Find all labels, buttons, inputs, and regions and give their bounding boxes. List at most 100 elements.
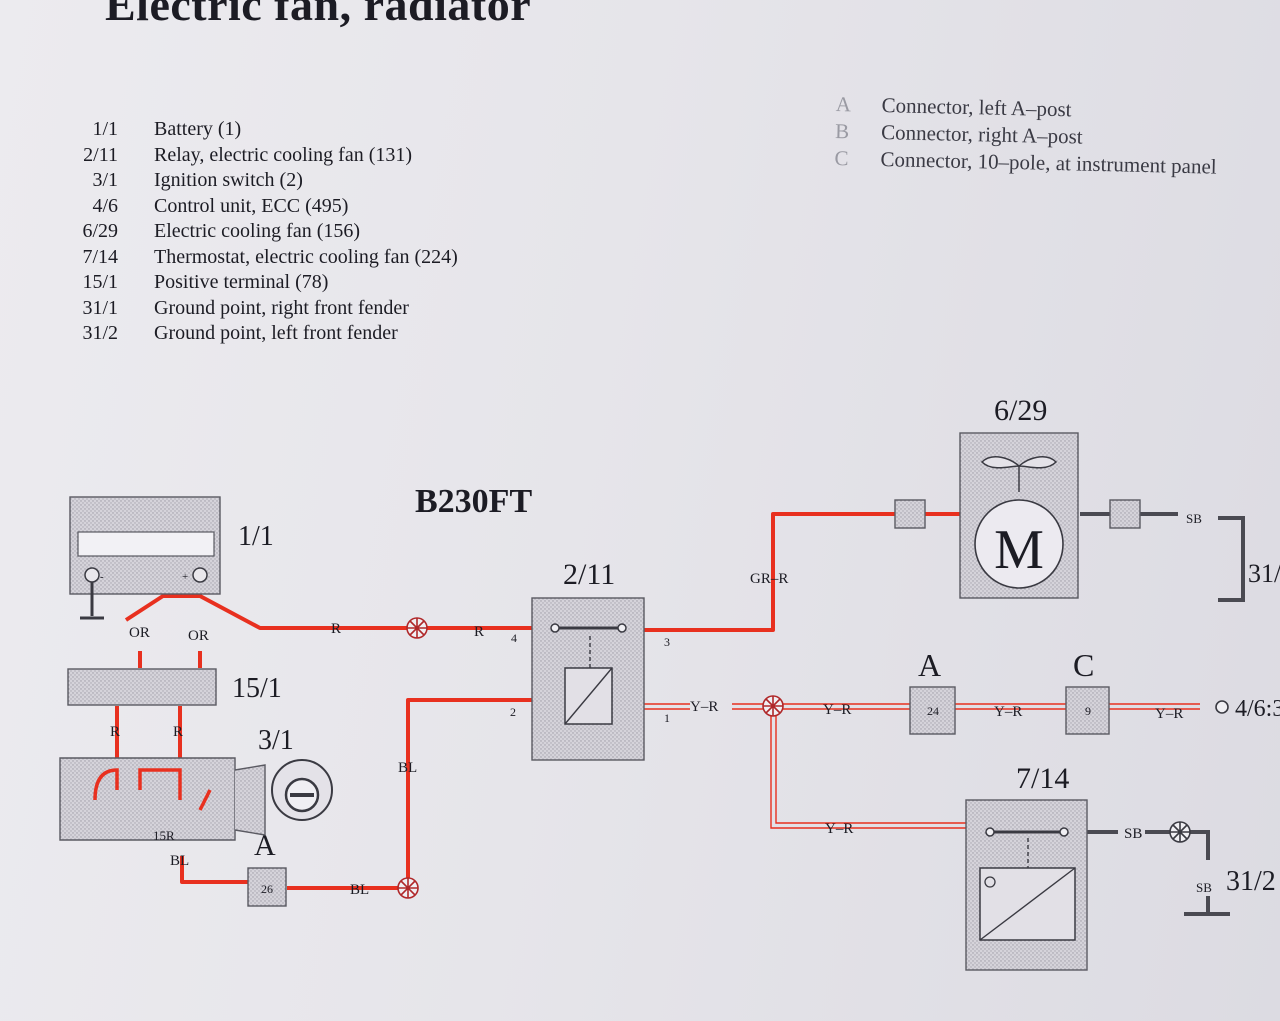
legend-code: 4/6 [92, 194, 118, 217]
relay [531, 597, 645, 761]
connector-a-upper [909, 686, 956, 735]
legend-code: 31/1 [82, 296, 118, 319]
wire-label: SB [1186, 511, 1202, 526]
wire-label: R [474, 624, 484, 640]
wire-gr-r [622, 512, 960, 632]
wire-label: BL [170, 853, 189, 869]
thermostat-label: 7/14 [1016, 762, 1069, 795]
wires-yr [612, 703, 1200, 829]
relay-pin-2: 2 [510, 705, 516, 719]
legend-text: Ground point, right front fender [154, 296, 409, 319]
fan-connector-right [1109, 499, 1141, 529]
legend-item: 15/1 Positive terminal (78) [60, 271, 458, 297]
wire-bl-ign [180, 856, 248, 884]
legend-text: Ignition switch (2) [154, 169, 303, 191]
model-label: B230FT [415, 483, 532, 520]
legend-code: 7/14 [82, 245, 118, 268]
connector-a-upper-label: A [918, 647, 941, 683]
motor-icon [974, 499, 1064, 589]
splice-icon [1169, 821, 1191, 843]
battery-minus-terminal-icon [84, 567, 100, 583]
component-legend: 1/1 Battery (1) 2/11 Relay, electric cooli… [60, 118, 458, 348]
thermostat [965, 799, 1088, 971]
fan-blade-icon [980, 456, 1058, 469]
pin-a-lower: 26 [261, 882, 273, 896]
ground-right-label: 31/1 [1248, 559, 1280, 588]
ignition-switch [59, 757, 333, 841]
wire-ground-right [1218, 516, 1245, 602]
electric-cooling-fan: M [894, 432, 1141, 599]
legend-text: Electric cooling fan (156) [154, 220, 361, 242]
legend-item: 6/29 Electric cooling fan (156) [60, 220, 458, 246]
legend-item: 31/2 Ground point, left front fender [60, 322, 458, 348]
legend-item: 7/14 Thermostat, electric cooling fan (22… [60, 245, 458, 272]
ecc-terminal-icon [1215, 700, 1229, 714]
ground-left-label: 31/2 [1226, 866, 1276, 897]
wire-sb-ground [1190, 830, 1210, 860]
connector-a-lower-label: A [254, 829, 276, 862]
legend-item: 31/1 Ground point, right front fender [60, 297, 458, 323]
wire-bl-relay [406, 698, 560, 888]
wire-r-battery [199, 594, 555, 630]
wire-label: R [173, 724, 183, 740]
legend-text: Thermostat, electric cooling fan (224) [154, 245, 458, 268]
wire-labels: OR OR R R R R 15R BL BL BL GR–R Y–R Y–R … [110, 511, 1212, 898]
legend-text: Positive terminal (78) [154, 271, 329, 293]
wire-label: Y–R [690, 699, 718, 715]
positive-terminal-label: 15/1 [232, 673, 282, 704]
ecc-label: 4/6:3 [1235, 696, 1280, 722]
ignition-label: 3/1 [258, 725, 294, 756]
page-title: Electric fan, radiator [105, 0, 532, 30]
splice-icon [397, 877, 419, 899]
wires-red [115, 512, 960, 890]
positive-terminal [67, 668, 217, 706]
wire-yr-a [732, 703, 910, 710]
pin-c: 9 [1085, 704, 1091, 718]
wire-label: Y–R [823, 702, 851, 718]
battery-plus-label: + [182, 571, 188, 583]
connector-c [1065, 686, 1110, 735]
legend-code: 31/2 [82, 322, 118, 344]
wire-yr-ecc [1109, 703, 1200, 710]
battery-plus-terminal-icon [192, 567, 208, 583]
battery: - + [69, 496, 221, 620]
motor-symbol: M [994, 519, 1044, 581]
wire-label: BL [398, 760, 417, 776]
legend-code: 6/29 [82, 220, 118, 242]
wire-label: R [331, 621, 341, 637]
wire-yr-thermo [770, 716, 966, 829]
legend-code: 1/1 [92, 118, 118, 140]
relay-pin-3: 3 [664, 635, 670, 649]
fan-label: 6/29 [994, 394, 1047, 427]
legend-text: Relay, electric cooling fan (131) [154, 143, 413, 166]
legend-code: 3/1 [92, 169, 118, 191]
legend-item: 1/1 Battery (1) [60, 118, 458, 144]
splice-icon [406, 617, 428, 639]
wire-label: GR–R [750, 571, 788, 587]
connector-c-label: C [1073, 647, 1094, 683]
legend-code: 2/11 [83, 143, 118, 166]
wire-label: Y–R [825, 821, 853, 837]
battery-minus-label: - [100, 571, 104, 583]
battery-label: 1/1 [238, 521, 274, 552]
wire-label: 15R [153, 828, 175, 843]
wire-label: Y–R [994, 704, 1022, 720]
legend-text: Battery (1) [154, 118, 242, 140]
wire-label: OR [188, 628, 209, 644]
wire-label: R [110, 724, 120, 740]
legend-text: Ground point, left front fender [154, 322, 398, 344]
splice-icon [762, 695, 784, 717]
wire-label: BL [350, 882, 369, 898]
connector-a-lower [247, 867, 287, 907]
legend-text: Control unit, ECC (495) [154, 194, 349, 217]
legend-code: 15/1 [82, 271, 118, 293]
fan-connector-left [894, 499, 926, 529]
wire-yr-c [955, 703, 1066, 710]
ground-left-symbol [1184, 896, 1230, 916]
pin-a-upper: 24 [927, 704, 939, 718]
wire-label: SB [1196, 880, 1212, 895]
relay-pin-4: 4 [511, 631, 517, 645]
legend-item: 3/1 Ignition switch (2) [60, 169, 458, 195]
wire-label: OR [129, 625, 150, 641]
